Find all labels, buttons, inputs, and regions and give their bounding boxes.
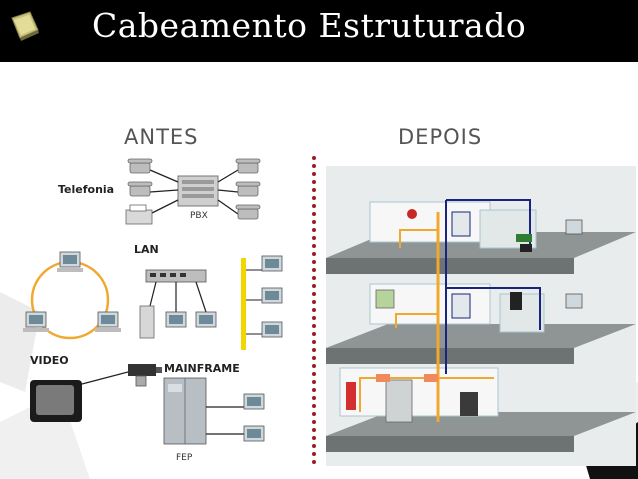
video-link [81, 371, 129, 385]
computer-icon [243, 393, 265, 442]
cabling-diagram: ANTES DEPOIS Telefonia PBX [23, 125, 636, 466]
computer-icon [23, 251, 121, 332]
mainframe-links [206, 406, 244, 435]
mainframe-label: MAINFRAME [164, 362, 240, 375]
building-cutaway [326, 166, 636, 466]
pbx-unit [177, 175, 219, 207]
fax-icon [125, 204, 153, 225]
mainframe-cabinet [163, 377, 207, 445]
lan-hub [145, 269, 207, 283]
computer-icon [246, 255, 283, 338]
lan-links [149, 281, 207, 313]
after-heading: DEPOIS [398, 125, 482, 149]
tv-icon [30, 380, 82, 422]
lan-bus [241, 258, 246, 350]
camera-icon [128, 364, 162, 387]
before-heading: ANTES [124, 125, 199, 149]
phone-icon [127, 158, 261, 220]
folder-icon [11, 11, 39, 41]
telephony-label: Telefonia [58, 183, 114, 196]
fep-label: FEP [176, 453, 193, 463]
video-label: VIDEO [30, 354, 69, 367]
slide-title: Cabeamento Estruturado [92, 6, 527, 45]
server-icon [139, 305, 217, 339]
pbx-label: PBX [190, 211, 208, 221]
section-divider [312, 156, 316, 464]
lan-label: LAN [134, 243, 159, 256]
title-bar: Cabeamento Estruturado [0, 0, 638, 62]
telephony-links [149, 169, 239, 215]
